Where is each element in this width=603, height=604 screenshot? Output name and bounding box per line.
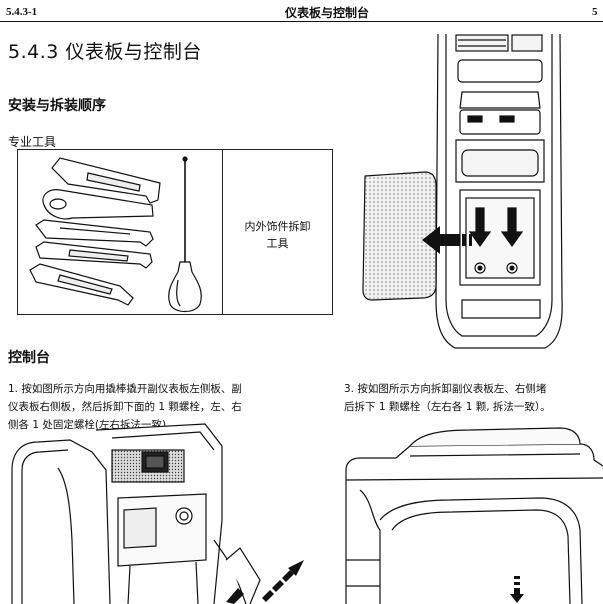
tools-table-divider (222, 149, 223, 315)
console-side-illustration (11, 423, 261, 604)
special-tools-label: 专业工具 (8, 135, 57, 149)
step-3-line-2: 后拆下 1 颗螺栓（左右各 1 颗, 拆法一致）。 (344, 401, 551, 413)
removal-direction-arrow-left (422, 226, 472, 254)
tools-table (17, 149, 333, 315)
pry-bar-3 (35, 219, 154, 247)
pry-bar-5 (29, 263, 134, 306)
pry-bar-2 (42, 189, 154, 220)
removal-direction-arrow-down (510, 576, 524, 603)
tool-name-line1: 内外饰件拆卸 (244, 220, 311, 233)
console-heading: 控制台 (8, 350, 50, 366)
pry-bar-4 (35, 241, 153, 269)
side-panel-illustration (362, 171, 437, 301)
pry-bar-1 (51, 157, 161, 204)
trim-removal-tools-illustration (29, 156, 202, 313)
tool-name-line2: 工具 (266, 237, 289, 250)
hook-tool (168, 156, 202, 313)
procedure-subheading: 安装与拆装顺序 (8, 98, 106, 114)
running-title: 仪表板与控制台 (285, 6, 370, 20)
console-top-illustration (435, 33, 563, 349)
pry-direction-arrow (226, 560, 304, 604)
step-1-line-2: 仪表板右侧板，然后拆卸下面的 1 颗螺栓，左、右 (8, 401, 242, 413)
page-number-fragment: 5 (592, 6, 598, 18)
step-1-line-1: 1. 按如图所示方向用撬棒撬开副仪表板左侧板、副 (8, 383, 242, 395)
tool-name: 内外饰件拆卸 工具 (223, 218, 332, 252)
section-code: 5.4.3-1 (6, 6, 38, 18)
armrest-illustration (345, 427, 603, 604)
header-rule (0, 21, 603, 22)
section-heading: 5.4.3 仪表板与控制台 (8, 41, 202, 63)
step-3-line-1: 3. 按如图所示方向拆卸副仪表板左、右侧堵 (344, 383, 547, 395)
step-3-text: 3. 按如图所示方向拆卸副仪表板左、右侧堵 后拆下 1 颗螺栓（左右各 1 颗,… (344, 380, 603, 416)
